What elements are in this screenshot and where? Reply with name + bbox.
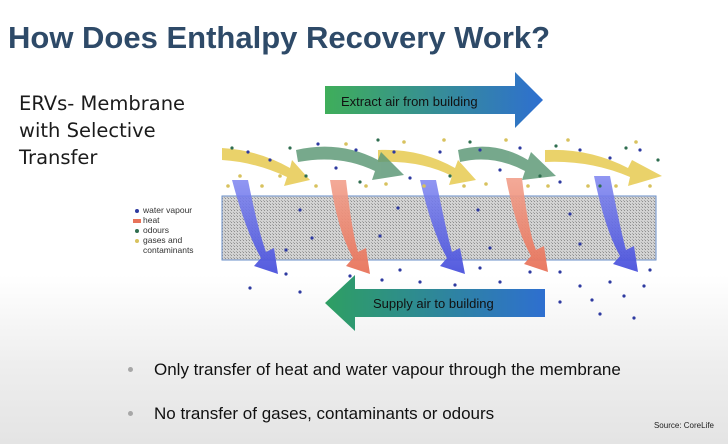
supply-air-label: Supply air to building [373,296,494,311]
legend-item-heat: heat [133,215,213,225]
bullet-item: Only transfer of heat and water vapour t… [128,358,621,402]
slide-subtitle: ERVs- Membrane with Selective Transfer [19,92,186,169]
water-vapour-dot-icon [135,209,139,213]
supply-air-arrow: Supply air to building [325,275,545,331]
heat-arrows [330,178,548,274]
slide-title: How Does Enthalpy Recovery Work? [8,20,551,55]
odours-dot-icon [135,229,139,233]
legend-item-water-vapour: water vapour [133,205,213,215]
bullet-list: Only transfer of heat and water vapour t… [128,358,621,446]
legend-item-odours: odours [133,225,213,235]
water-vapour-arrows [232,176,638,274]
source-credit: Source: CoreLife [653,421,714,430]
diagram-legend: water vapour heat odours gases and conta… [133,205,213,255]
extract-air-label: Extract air from building [341,94,478,109]
extract-air-arrow: Extract air from building [325,72,543,128]
odour-flow-arrows [296,146,556,180]
heat-bar-icon [133,219,141,223]
gas-flow-arrows [222,148,662,186]
gases-dot-icon [135,239,139,243]
legend-item-gases: gases and contaminants [133,235,213,255]
bullet-item: No transfer of gases, contaminants or od… [128,402,621,446]
particles [226,138,660,320]
